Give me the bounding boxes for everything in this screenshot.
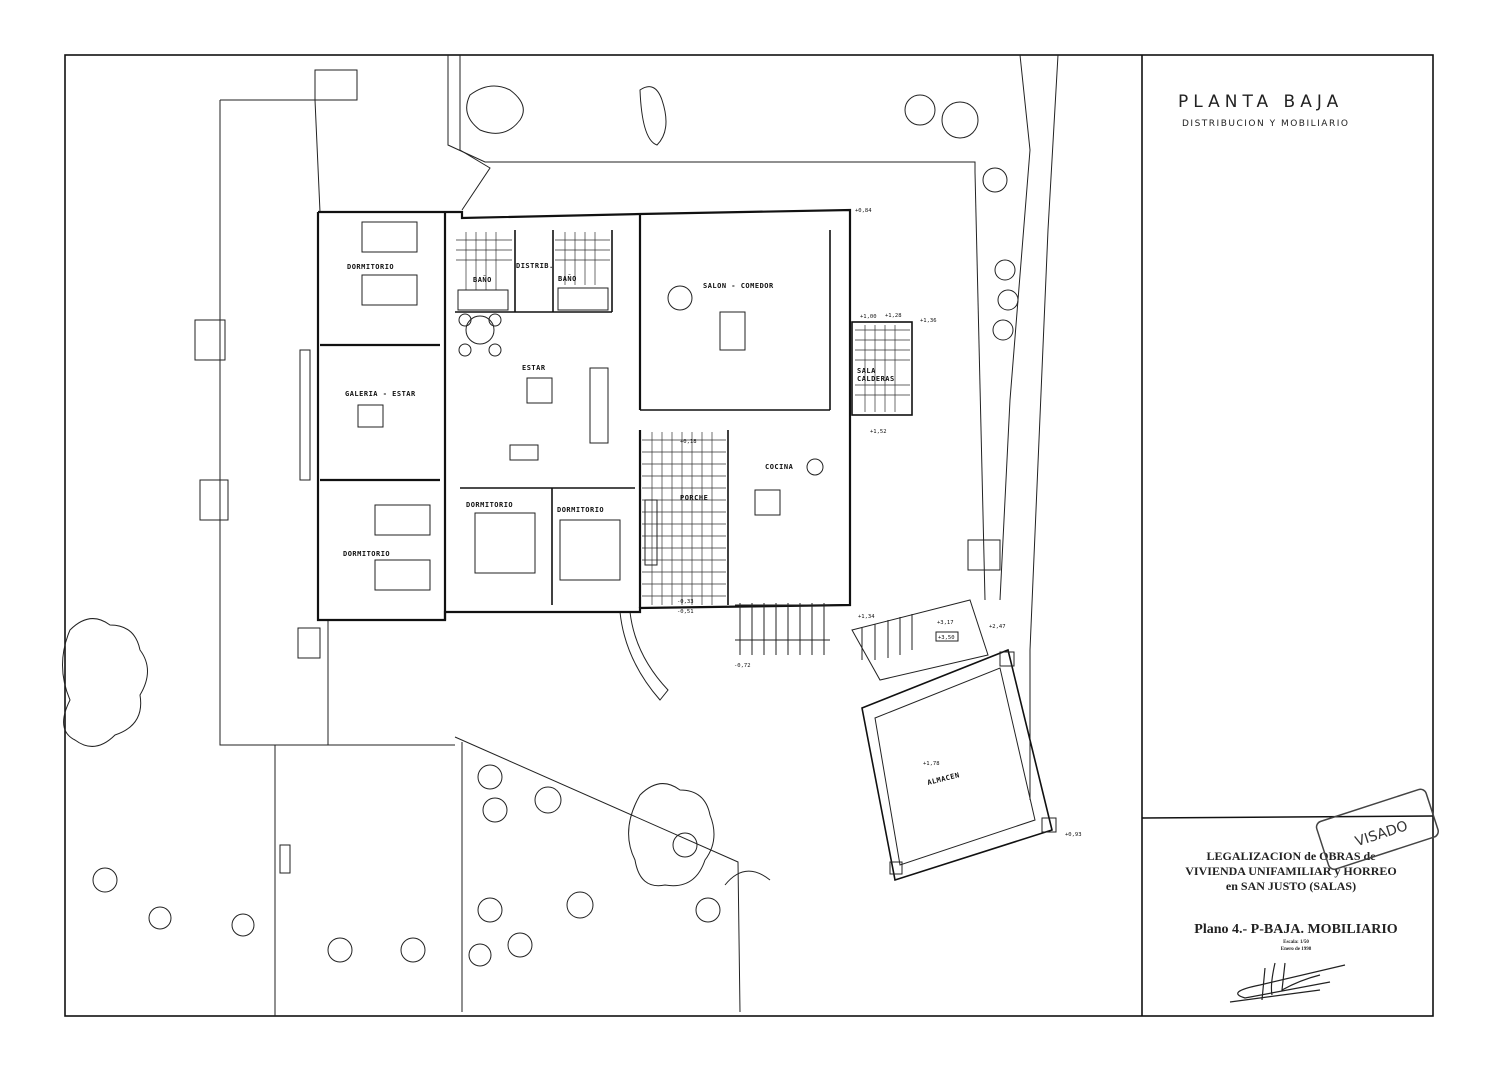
almacen-building (861, 648, 1053, 882)
room-label-porche: PORCHE (680, 494, 708, 502)
tiled-floors (456, 232, 910, 605)
level-mark: +1,36 (920, 318, 937, 324)
room-label-distrib: DISTRIB. (516, 262, 554, 270)
almacen-inner-wall (874, 667, 1036, 866)
level-mark: +1,52 (870, 429, 887, 435)
level-mark: -0,72 (734, 663, 751, 669)
svg-text:VISADO: VISADO (1353, 818, 1410, 850)
garden-bed (454, 611, 771, 1013)
level-mark: +1,28 (885, 313, 902, 319)
title-block-separator (1141, 815, 1434, 819)
stairs (735, 599, 989, 681)
level-mark: +3,17 (937, 620, 954, 626)
level-mark: -0,33 (677, 599, 694, 605)
horreo-pillar (999, 651, 1015, 667)
drawing-title: PLANTA BAJA (1178, 92, 1343, 112)
room-label-calderas: CALDERAS (857, 375, 895, 383)
level-mark: -0,51 (677, 609, 694, 615)
horreo-pillar (889, 861, 903, 875)
project-line-1: LEGALIZACION de OBRAS de (1206, 849, 1376, 863)
room-label-bano: BAÑO (473, 275, 492, 284)
level-mark: +0,84 (855, 208, 872, 214)
project-line-2: VIVIENDA UNIFAMILIAR y HORREO (1185, 864, 1396, 878)
site-boundaries (194, 54, 1059, 1016)
room-label-almacen: ALMACEN (927, 771, 961, 787)
room-label-dormitorio: DORMITORIO (466, 501, 513, 509)
room-label-galeria-estar: GALERIA - ESTAR (345, 390, 416, 398)
level-mark: +1,34 (858, 614, 875, 620)
project-line-3: en SAN JUSTO (SALAS) (1226, 879, 1356, 893)
house-walls (316, 208, 913, 622)
plan-scale: Escala: 1/50 (1283, 940, 1309, 945)
room-label-sala: SALA (857, 367, 876, 375)
level-mark: +1,78 (923, 761, 940, 767)
room-label-bano: BAÑO (558, 274, 577, 283)
room-label-dormitorio: DORMITORIO (557, 506, 604, 514)
level-mark: +0,18 (680, 439, 697, 445)
room-label-salon-comedor: SALON - COMEDOR (703, 282, 774, 290)
trees (62, 85, 1019, 967)
level-box (935, 631, 959, 642)
level-mark: +1,00 (860, 314, 877, 320)
drawing-subtitle: DISTRIBUCION Y MOBILIARIO (1182, 119, 1349, 129)
plan-name: Plano 4.- P-BAJA. MOBILIARIO (1194, 922, 1398, 937)
furniture (357, 221, 824, 591)
room-label-dormitorio: DORMITORIO (347, 263, 394, 271)
room-label-estar: ESTAR (522, 364, 546, 372)
plan-date: Enero de 1998 (1281, 947, 1312, 952)
horreo-pillar (1041, 817, 1057, 833)
level-mark: +2,47 (989, 624, 1006, 630)
room-labels: DORMITORIO GALERIA - ESTAR DORMITORIO BA… (343, 262, 961, 787)
signature (1229, 962, 1346, 1003)
level-mark: +0,93 (1065, 832, 1082, 838)
level-mark: +3,50 (938, 635, 955, 641)
room-label-dormitorio: DORMITORIO (343, 550, 390, 558)
room-label-cocina: COCINA (765, 463, 794, 471)
sheet-border (64, 54, 1434, 1017)
level-marks: +0,84 +1,00 +1,28 +1,36 +1,52 +0,18 -0,3… (677, 208, 1082, 838)
